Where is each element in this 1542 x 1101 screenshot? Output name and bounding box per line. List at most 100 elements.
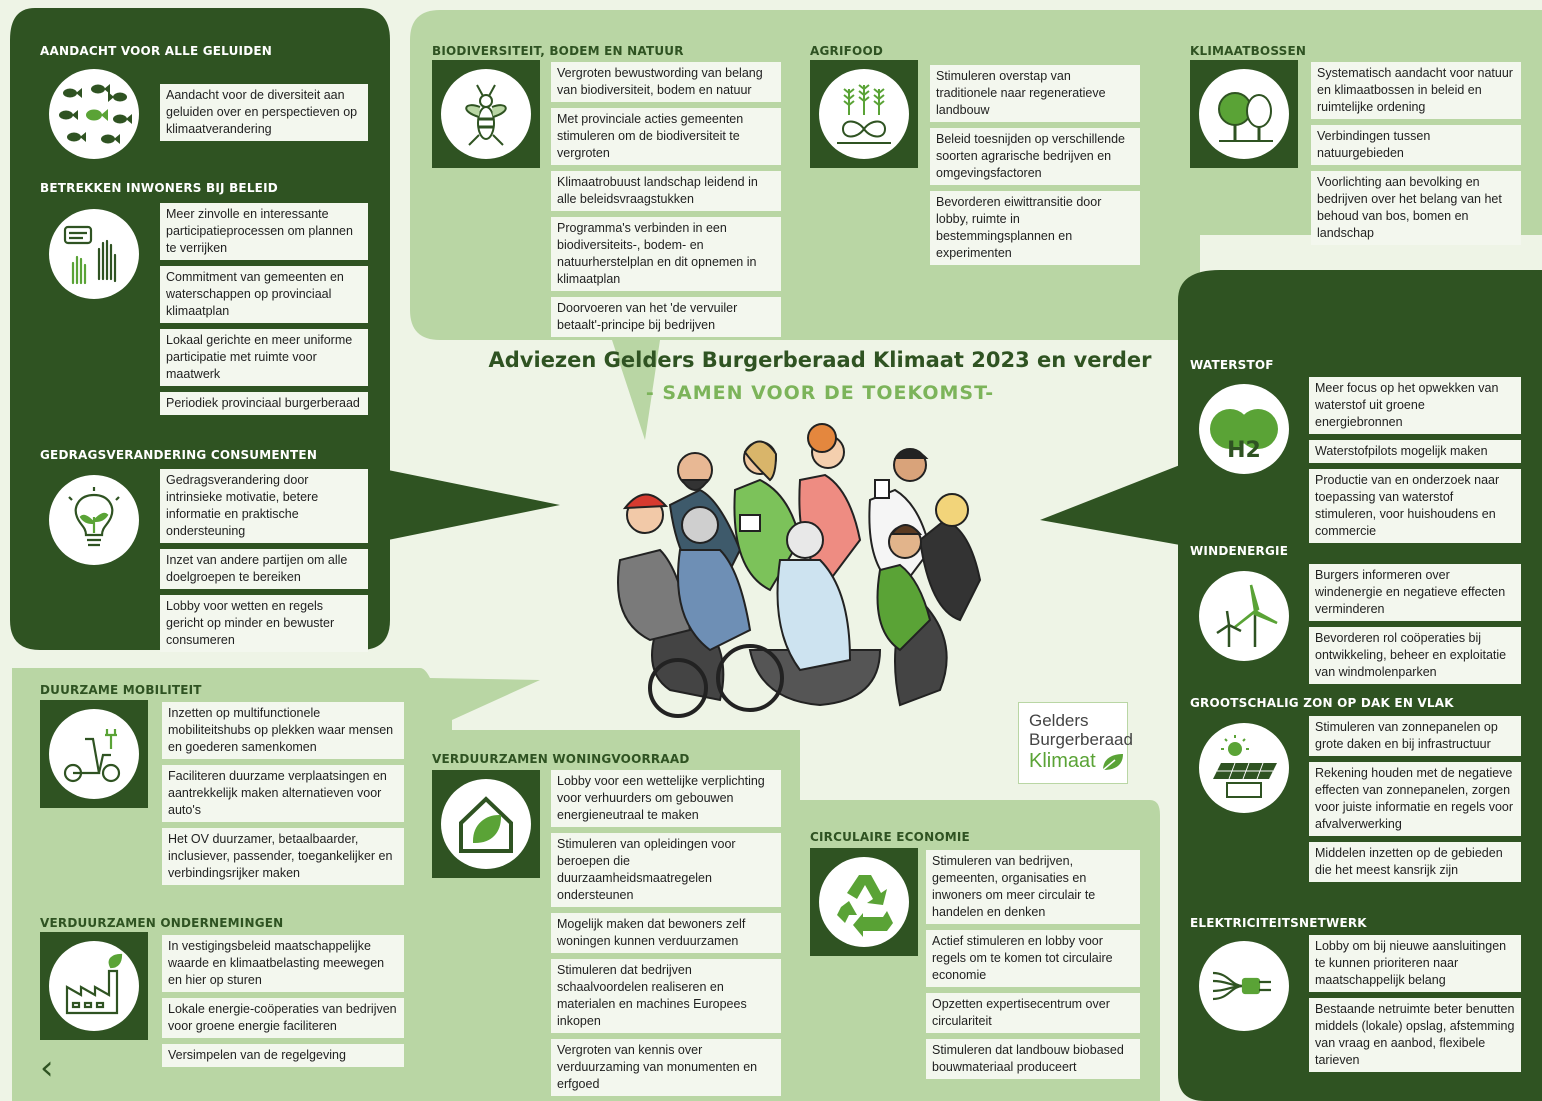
list-item: Inzet van andere partijen om alle doelgr… xyxy=(160,549,368,589)
factory-leaf-icon xyxy=(65,953,123,1015)
h2-molecule-icon xyxy=(1210,409,1278,449)
icon-wind xyxy=(1190,562,1298,670)
list-zon: Stimuleren van zonnepanelen op grote dak… xyxy=(1309,716,1521,882)
icon-gedrag xyxy=(40,466,148,574)
list-biodiversiteit: Vergroten bewustwording van belang van b… xyxy=(551,62,781,337)
list-waterstof: Meer focus op het opwekken van waterstof… xyxy=(1309,377,1521,543)
list-item: Periodiek provinciaal burgerberaad xyxy=(160,392,368,415)
list-item: Waterstofpilots mogelijk maken xyxy=(1309,440,1521,463)
list-item: Vergroten bewustwording van belang van b… xyxy=(551,62,781,102)
section-title-woningvoorraad: VERDUURZAMEN WONINGVOORRAAD xyxy=(432,752,690,766)
solar-panel-icon xyxy=(1213,735,1277,798)
icon-klimaatbossen xyxy=(1190,60,1298,168)
list-item: Stimuleren dat bedrijven schaalvoordelen… xyxy=(551,959,781,1033)
icon-biodiversiteit xyxy=(432,60,540,168)
list-item: Lobby voor een wettelijke verplichting v… xyxy=(551,770,781,827)
house-leaf-icon xyxy=(459,796,513,853)
list-item: Bevorderen eiwittransitie door lobby, ru… xyxy=(930,191,1140,265)
icon-woningvoorraad xyxy=(432,770,540,878)
back-arrow-icon[interactable]: ‹ xyxy=(40,1048,54,1088)
list-item: Bestaande netruimte beter benutten midde… xyxy=(1309,998,1521,1072)
icon-waterstof: H2 xyxy=(1190,375,1298,483)
page-title: Adviezen Gelders Burgerberaad Klimaat 20… xyxy=(488,348,1152,372)
list-item: Vergroten van kennis over verduurzaming … xyxy=(551,1039,781,1096)
section-title-ondernemingen: VERDUURZAMEN ONDERNEMINGEN xyxy=(40,916,284,930)
icon-agrifood xyxy=(810,60,918,168)
list-item: Actief stimuleren en lobby voor regels o… xyxy=(926,930,1140,987)
icon-ondernemingen xyxy=(40,932,148,1040)
section-title-wind: WINDENERGIE xyxy=(1190,544,1289,558)
section-title-netwerk: ELEKTRICITEITSNETWERK xyxy=(1190,916,1367,930)
section-title-klimaatbossen: KLIMAATBOSSEN xyxy=(1190,44,1307,58)
list-item: Lobby voor wetten en regels gericht op m… xyxy=(160,595,368,652)
citizens-circle-illustration xyxy=(617,423,982,718)
bee-icon xyxy=(465,84,507,146)
list-item: Doorvoeren van het 'de vervuiler betaalt… xyxy=(551,297,781,337)
section-title-gedrag: GEDRAGSVERANDERING CONSUMENTEN xyxy=(40,448,318,462)
electric-scooter-icon xyxy=(63,729,121,783)
icon-mobiliteit xyxy=(40,700,148,808)
fish-school-icon xyxy=(59,84,132,144)
wind-turbine-icon xyxy=(1216,584,1278,647)
list-item: Klimaatrobuust landschap leidend in alle… xyxy=(551,171,781,211)
list-item: Opzetten expertisecentrum over circulari… xyxy=(926,993,1140,1033)
logo-line-3: Klimaat xyxy=(1019,749,1127,773)
list-item: Lokaal gerichte en meer uniforme partici… xyxy=(160,329,368,386)
section-title-inwoners: BETREKKEN INWONERS BIJ BELEID xyxy=(40,181,278,195)
list-agrifood: Stimuleren overstap van traditionele naa… xyxy=(930,65,1140,265)
list-geluiden: Aandacht voor de diversiteit aan geluide… xyxy=(160,84,368,141)
list-ondernemingen: In vestigingsbeleid maatschappelijke waa… xyxy=(162,935,404,1067)
wheat-infinity-icon xyxy=(837,84,891,144)
icon-zon xyxy=(1190,714,1298,822)
list-item: Bevorderen rol coöperaties bij ontwikkel… xyxy=(1309,627,1521,684)
list-item: Commitment van gemeenten en waterschappe… xyxy=(160,266,368,323)
list-item: Lobby om bij nieuwe aansluitingen te kun… xyxy=(1309,935,1521,992)
list-item: Met provinciale acties gemeenten stimule… xyxy=(551,108,781,165)
recycle-icon xyxy=(837,875,893,937)
list-inwoners: Meer zinvolle en interessante participat… xyxy=(160,203,368,415)
section-title-biodiversiteit: BIODIVERSITEIT, BODEM EN NATUUR xyxy=(432,44,684,58)
list-wind: Burgers informeren over windenergie en n… xyxy=(1309,564,1521,684)
list-gedrag: Gedragsverandering door intrinsieke moti… xyxy=(160,469,368,652)
list-item: Meer focus op het opwekken van waterstof… xyxy=(1309,377,1521,434)
list-item: Stimuleren van opleidingen voor beroepen… xyxy=(551,833,781,907)
list-item: Middelen inzetten op de gebieden die het… xyxy=(1309,842,1521,882)
logo-klimaat-text: Klimaat xyxy=(1029,750,1096,772)
section-title-geluiden: AANDACHT VOOR ALLE GELUIDEN xyxy=(40,44,273,58)
list-item: Mogelijk maken dat bewoners zelf woninge… xyxy=(551,913,781,953)
list-mobiliteit: Inzetten op multifunctionele mobiliteits… xyxy=(162,702,404,885)
list-item: Faciliteren duurzame verplaatsingen en a… xyxy=(162,765,404,822)
list-item: Meer zinvolle en interessante participat… xyxy=(160,203,368,260)
icon-geluiden xyxy=(40,60,148,168)
list-klimaatbossen: Systematisch aandacht voor natuur en kli… xyxy=(1311,62,1521,245)
logo-line-2: Burgerberaad xyxy=(1029,730,1133,749)
icon-circulair xyxy=(810,848,918,956)
list-item: Aandacht voor de diversiteit aan geluide… xyxy=(160,84,368,141)
list-item: Rekening houden met de negatieve effecte… xyxy=(1309,762,1521,836)
icon-netwerk xyxy=(1190,932,1298,1040)
trees-icon xyxy=(1218,92,1273,142)
list-netwerk: Lobby om bij nieuwe aansluitingen te kun… xyxy=(1309,935,1521,1072)
list-item: Stimuleren van zonnepanelen op grote dak… xyxy=(1309,716,1521,756)
section-title-agrifood: AGRIFOOD xyxy=(810,44,884,58)
list-item: Voorlichting aan bevolking en bedrijven … xyxy=(1311,171,1521,245)
power-plug-icon xyxy=(1212,971,1271,1001)
h2-label: H2 xyxy=(1227,438,1261,463)
list-woningvoorraad: Lobby voor een wettelijke verplichting v… xyxy=(551,770,781,1096)
list-item: Stimuleren van bedrijven, gemeenten, org… xyxy=(926,850,1140,924)
section-title-zon: GROOTSCHALIG ZON OP DAK EN VLAK xyxy=(1190,696,1454,710)
list-item: In vestigingsbeleid maatschappelijke waa… xyxy=(162,935,404,992)
list-item: Het OV duurzamer, betaalbaarder, inclusi… xyxy=(162,828,404,885)
lightbulb-leaf-icon xyxy=(68,487,120,547)
list-item: Burgers informeren over windenergie en n… xyxy=(1309,564,1521,621)
list-item: Verbindingen tussen natuurgebieden xyxy=(1311,125,1521,165)
list-item: Inzetten op multifunctionele mobiliteits… xyxy=(162,702,404,759)
list-circulair: Stimuleren van bedrijven, gemeenten, org… xyxy=(926,850,1140,1079)
section-title-circulair: CIRCULAIRE ECONOMIE xyxy=(810,830,970,844)
list-item: Stimuleren dat landbouw biobased bouwmat… xyxy=(926,1039,1140,1079)
icon-inwoners xyxy=(40,200,148,308)
list-item: Gedragsverandering door intrinsieke moti… xyxy=(160,469,368,543)
list-item: Versimpelen van de regelgeving xyxy=(162,1044,404,1067)
leaf-icon xyxy=(1102,753,1124,771)
list-item: Stimuleren overstap van traditionele naa… xyxy=(930,65,1140,122)
